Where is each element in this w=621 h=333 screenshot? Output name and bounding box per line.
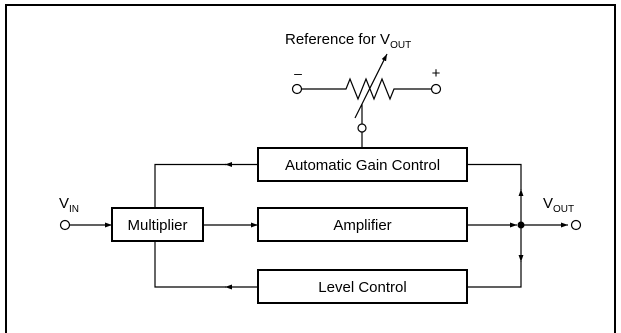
agc-label: Automatic Gain Control [285, 157, 440, 174]
output-terminal [570, 219, 582, 231]
multiplier-block: Multiplier [111, 207, 204, 242]
node-to-level-wire [467, 261, 522, 288]
diagram-frame [5, 4, 616, 333]
input-terminal [59, 219, 71, 231]
reference-label-main: Reference for V [285, 31, 390, 48]
pot-left-terminal [291, 83, 303, 95]
pot-minus-sign: – [294, 65, 302, 81]
output-label-subscript: OUT [553, 204, 574, 215]
pot-wiper-terminal [357, 123, 367, 133]
level-to-multiplier-wire [154, 241, 226, 288]
input-label-subscript: IN [69, 204, 79, 215]
reference-label: Reference for VOUT [285, 31, 411, 51]
output-label-main: V [543, 195, 553, 212]
amplifier-label: Amplifier [333, 217, 391, 234]
level-control-block: Level Control [257, 269, 468, 304]
output-label: VOUT [543, 195, 574, 215]
reference-potentiometer: – + [291, 53, 442, 148]
reference-label-subscript: OUT [390, 40, 411, 51]
input-label-main: V [59, 195, 69, 212]
amplifier-block: Amplifier [257, 207, 468, 242]
pot-right-terminal [430, 83, 442, 95]
level-control-label: Level Control [318, 279, 406, 296]
node-to-agc-wire [467, 163, 522, 190]
pot-plus-sign: + [432, 65, 441, 82]
pot-wiper-arrow [354, 53, 388, 119]
agc-to-multiplier-wire [154, 163, 226, 208]
agc-block: Automatic Gain Control [257, 147, 468, 182]
input-label: VIN [59, 195, 79, 215]
multiplier-label: Multiplier [127, 217, 187, 234]
